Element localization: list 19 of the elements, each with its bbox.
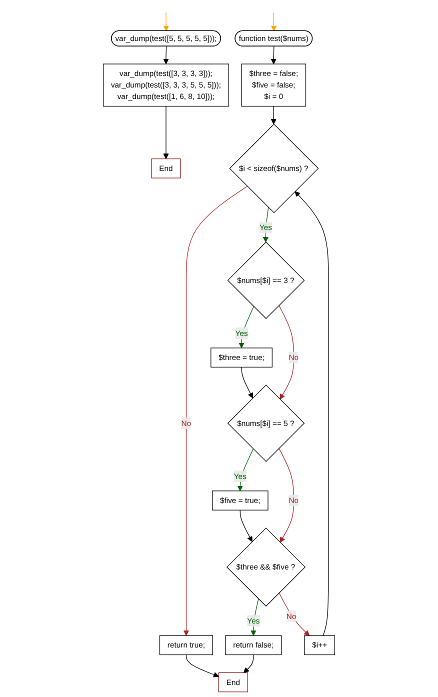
arrow xyxy=(262,207,269,242)
arrow xyxy=(250,598,259,636)
arrow xyxy=(243,654,254,673)
arrow xyxy=(237,448,254,492)
arrow xyxy=(163,106,169,160)
arrow xyxy=(278,592,310,636)
arrow xyxy=(163,46,169,64)
arrow xyxy=(270,12,277,32)
arrow xyxy=(238,306,254,348)
arrow xyxy=(270,46,276,64)
arrow xyxy=(163,12,169,32)
arrow xyxy=(294,191,329,636)
arrow xyxy=(270,106,276,124)
arrow xyxy=(241,366,254,398)
arrow xyxy=(183,186,248,636)
arrow xyxy=(240,510,252,542)
arrow xyxy=(278,305,294,400)
arrow xyxy=(186,654,219,678)
arrow xyxy=(278,448,294,543)
